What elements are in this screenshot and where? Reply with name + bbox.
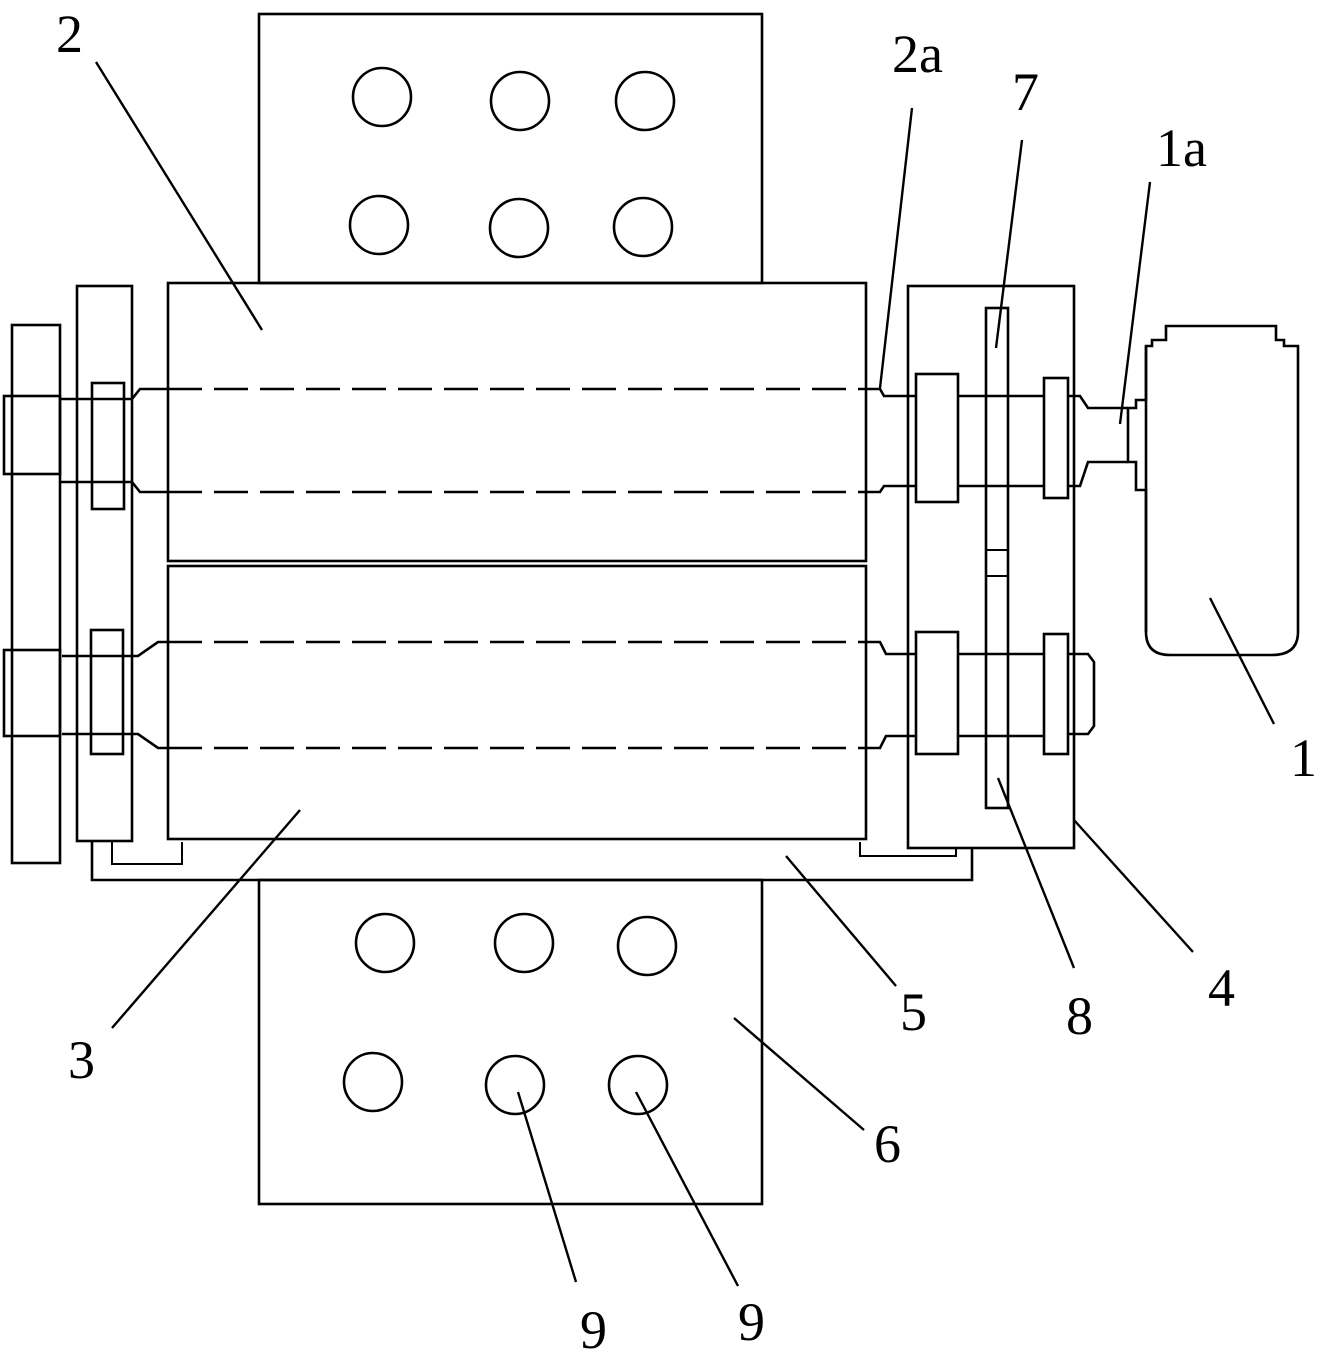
label-5: 5 xyxy=(900,982,927,1042)
label-9-right: 9 xyxy=(738,1292,765,1352)
motor xyxy=(1126,324,1300,657)
part-labels: 2 2a 7 1a 1 3 4 5 8 6 9 9 xyxy=(56,4,1317,1360)
label-1a: 1a xyxy=(1156,118,1207,178)
lower-roller xyxy=(166,564,868,841)
label-6: 6 xyxy=(874,1114,901,1174)
label-4: 4 xyxy=(1208,958,1235,1018)
upper-roller xyxy=(166,281,868,563)
leader-lines xyxy=(94,61,1276,1287)
left-drive-wheel xyxy=(2,323,62,865)
label-9-left: 9 xyxy=(580,1300,607,1360)
top-mounting-plate xyxy=(257,12,764,285)
label-2: 2 xyxy=(56,4,83,64)
label-1: 1 xyxy=(1290,728,1317,788)
label-2a: 2a xyxy=(892,24,943,84)
left-bearing-plate xyxy=(75,284,134,843)
label-8: 8 xyxy=(1066,986,1093,1046)
bottom-mounting-plate xyxy=(257,878,764,1206)
label-3: 3 xyxy=(68,1030,95,1090)
label-7: 7 xyxy=(1012,62,1039,122)
left-shafts xyxy=(60,387,168,750)
base-frame xyxy=(90,842,974,882)
right-shafts xyxy=(866,387,1128,750)
transmission-gear xyxy=(984,306,1010,810)
right-gearbox xyxy=(906,284,1076,850)
